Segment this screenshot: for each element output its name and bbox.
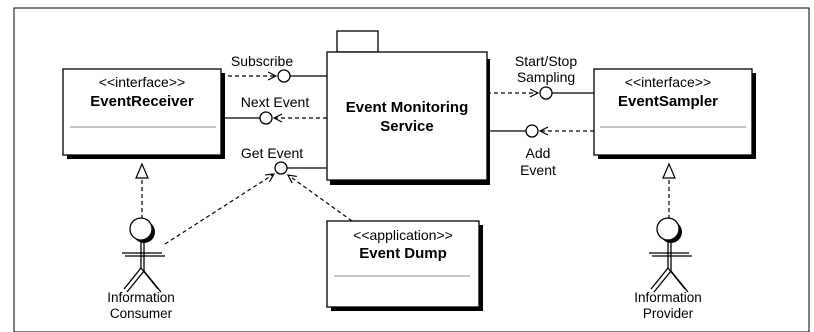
event-receiver-stereotype: <<interface>>: [99, 74, 185, 90]
provider-label-line2: Provider: [643, 306, 694, 321]
get-event-interface[interactable]: Get Event: [241, 145, 327, 175]
event-dump-stereotype: <<application>>: [353, 227, 453, 243]
stick-figure-icon: [649, 217, 692, 293]
provider-label-line1: Information: [634, 290, 702, 305]
start-stop-sampling-interface[interactable]: Start/Stop Sampling: [487, 53, 594, 100]
consumer-to-get-event-dependency: [164, 174, 274, 245]
information-provider-actor[interactable]: Information Provider: [634, 162, 702, 321]
event-sampler-stereotype: <<interface>>: [625, 74, 711, 90]
event-dump-to-get-event-dependency: [288, 175, 353, 222]
subscribe-label: Subscribe: [231, 53, 293, 69]
consumer-label-line1: Information: [107, 290, 175, 305]
next-event-label: Next Event: [241, 94, 310, 110]
consumer-label-line2: Consumer: [110, 306, 173, 321]
add-event-label-line2: Event: [520, 162, 556, 178]
start-stop-label-line2: Sampling: [517, 69, 575, 85]
event-sampler-name: EventSampler: [618, 93, 718, 110]
event-dump-name: Event Dump: [359, 245, 447, 262]
consumer-realization-triangle: [135, 162, 149, 179]
add-event-label-line1: Add: [526, 145, 551, 161]
service-label-line1: Event Monitoring: [346, 99, 469, 116]
add-event-interface[interactable]: Add Event: [487, 124, 594, 178]
information-consumer-actor[interactable]: Information Consumer: [107, 162, 175, 321]
event-monitoring-service[interactable]: Event Monitoring Service: [326, 30, 490, 185]
event-dump-class[interactable]: <<application>> Event Dump: [326, 220, 483, 311]
stick-figure-icon: [122, 217, 165, 293]
service-label-line2: Service: [380, 118, 433, 135]
provider-realization-triangle: [662, 162, 676, 179]
diagram-frame: [13, 7, 810, 332]
event-receiver-name: EventReceiver: [90, 93, 194, 110]
event-receiver-class[interactable]: <<interface>> EventReceiver: [62, 68, 225, 159]
get-event-label: Get Event: [241, 145, 303, 161]
next-event-interface[interactable]: Next Event: [221, 94, 327, 125]
start-stop-label-line1: Start/Stop: [515, 53, 577, 69]
event-sampler-class[interactable]: <<interface>> EventSampler: [593, 68, 756, 159]
subscribe-interface[interactable]: Subscribe: [221, 53, 327, 83]
